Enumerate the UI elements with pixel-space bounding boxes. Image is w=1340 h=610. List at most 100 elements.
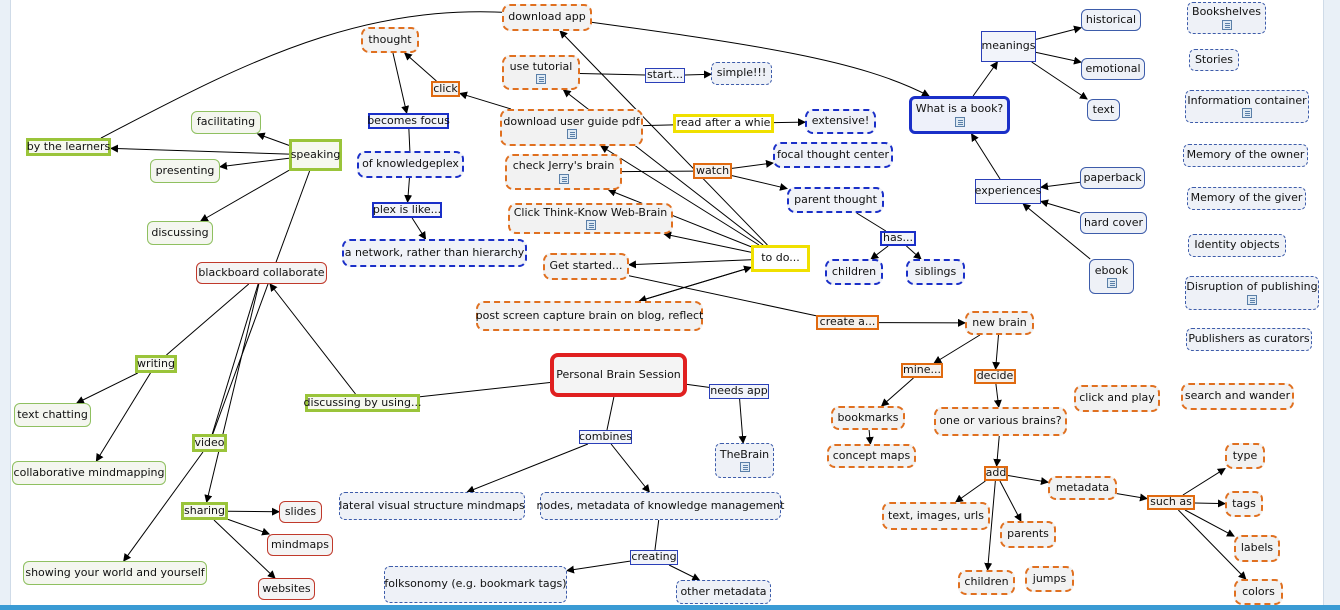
node-discussing-by-using[interactable]: discussing by using... [304, 394, 421, 412]
node-historical[interactable]: historical [1081, 9, 1141, 31]
node-thebrain[interactable]: TheBrain [715, 443, 774, 478]
node-text-images-urls[interactable]: text, images, urls [882, 502, 990, 530]
node-children-bottom[interactable]: children [958, 570, 1015, 595]
note-icon[interactable] [954, 116, 965, 127]
node-extensive[interactable]: extensive! [805, 109, 876, 134]
node-websites[interactable]: websites [258, 578, 315, 600]
node-focal-thought-center[interactable]: focal thought center [773, 142, 893, 168]
node-of-knowledgeplex[interactable]: of knowledgeplex [357, 151, 464, 178]
node-hard-cover[interactable]: hard cover [1080, 212, 1147, 234]
node-read-after-a-whie[interactable]: read after a whie [673, 114, 774, 133]
node-click[interactable]: click [431, 81, 460, 97]
note-icon[interactable] [1242, 108, 1252, 119]
node-text-chatting[interactable]: text chatting [14, 403, 91, 427]
node-label: mindmaps [271, 537, 329, 551]
node-paperback[interactable]: paperback [1080, 167, 1145, 189]
node-plex-is-like[interactable]: plex is like... [372, 202, 442, 218]
node-jumps[interactable]: jumps [1025, 566, 1074, 592]
node-identity-objects[interactable]: Identity objects [1188, 234, 1286, 257]
node-download-app[interactable]: download app [502, 4, 592, 31]
node-bookmarks[interactable]: bookmarks [831, 406, 905, 430]
note-icon[interactable] [585, 220, 596, 231]
node-children-top[interactable]: children [825, 259, 883, 285]
note-icon[interactable] [1247, 294, 1257, 305]
node-becomes-focus[interactable]: becomes focus [367, 113, 450, 129]
node-blackboard-collaborate[interactable]: blackboard collaborate [196, 262, 327, 284]
node-watch[interactable]: watch [693, 163, 732, 179]
node-memory-of-the-owner[interactable]: Memory of the owner [1183, 144, 1308, 167]
node-emotional[interactable]: emotional [1081, 58, 1145, 80]
node-presenting[interactable]: presenting [150, 159, 220, 183]
node-label: bookmarks [837, 410, 899, 424]
node-ebook[interactable]: ebook [1089, 259, 1134, 294]
node-creating[interactable]: creating [630, 550, 678, 565]
note-icon[interactable] [558, 173, 569, 184]
node-stories[interactable]: Stories [1189, 49, 1239, 71]
node-combines[interactable]: combines [579, 430, 632, 444]
node-has[interactable]: has... [880, 231, 916, 246]
node-post-screen-capture[interactable]: post screen capture brain on blog, refle… [476, 301, 703, 331]
note-icon[interactable] [739, 462, 750, 473]
node-disruption-of-publishing[interactable]: Disruption of publishing [1185, 276, 1319, 310]
node-writing[interactable]: writing [135, 355, 177, 373]
node-bookshelves[interactable]: Bookshelves [1187, 2, 1266, 34]
node-siblings[interactable]: siblings [906, 259, 965, 285]
note-icon[interactable] [1221, 19, 1232, 30]
node-parent-thought[interactable]: parent thought [787, 187, 884, 213]
node-other-metadata[interactable]: other metadata [676, 580, 771, 604]
node-slides[interactable]: slides [279, 501, 322, 523]
node-thought[interactable]: thought [361, 27, 419, 53]
node-colors[interactable]: colors [1234, 579, 1283, 605]
note-icon[interactable] [536, 74, 546, 85]
node-information-container[interactable]: Information container [1185, 90, 1309, 123]
note-icon[interactable] [566, 129, 577, 140]
node-nodes-metadata-km[interactable]: nodes, metadata of knowledge management [537, 492, 784, 520]
node-add[interactable]: add [984, 466, 1008, 481]
node-network-rather-than-hierarchy[interactable]: a network, rather than hierarchy [342, 239, 527, 267]
edge-to_do-to-download_guide [600, 145, 760, 246]
node-personal-brain-session[interactable]: Personal Brain Session [550, 353, 687, 397]
node-labels[interactable]: labels [1234, 535, 1280, 562]
node-click-think-know-web-brain[interactable]: Click Think-Know Web-Brain [508, 203, 673, 234]
node-lateral-visual-structure[interactable]: lateral visual structure mindmaps [339, 492, 525, 520]
node-decide[interactable]: decide [974, 369, 1016, 384]
node-tags[interactable]: tags [1225, 491, 1263, 517]
node-mindmaps[interactable]: mindmaps [267, 534, 333, 556]
node-memory-of-the-giver[interactable]: Memory of the giver [1187, 187, 1306, 210]
node-use-tutorial[interactable]: use tutorial [502, 55, 580, 90]
node-parents[interactable]: parents [1000, 521, 1056, 548]
node-one-or-various-brains[interactable]: one or various brains? [934, 407, 1067, 436]
node-discussing[interactable]: discussing [147, 221, 213, 245]
node-showing-your-world[interactable]: showing your world and yourself [23, 561, 207, 585]
node-concept-maps[interactable]: concept maps [827, 444, 916, 468]
node-needs-app[interactable]: needs app [709, 384, 769, 399]
node-folksonomy[interactable]: folksonomy (e.g. bookmark tags) [384, 566, 567, 603]
node-mine[interactable]: mine... [901, 363, 943, 378]
node-new-brain[interactable]: new brain [965, 311, 1034, 335]
node-type[interactable]: type [1225, 443, 1265, 469]
node-text[interactable]: text [1087, 99, 1120, 121]
node-create-a[interactable]: create a... [816, 315, 879, 330]
node-facilitating[interactable]: facilitating [191, 111, 261, 134]
node-download-user-guide[interactable]: download user guide pdf [500, 109, 643, 146]
node-check-jerrys-brain[interactable]: check Jerry's brain [505, 154, 622, 190]
node-simple[interactable]: simple!!! [711, 62, 772, 85]
node-publishers-as-curators[interactable]: Publishers as curators [1186, 328, 1312, 351]
note-icon[interactable] [1106, 278, 1117, 289]
node-speaking[interactable]: speaking [289, 139, 342, 171]
node-experiences[interactable]: experiences [975, 179, 1041, 204]
node-such-as[interactable]: such as [1147, 495, 1195, 510]
node-click-and-play[interactable]: click and play [1074, 385, 1160, 412]
node-video[interactable]: video [192, 434, 227, 452]
node-to-do[interactable]: to do... [751, 245, 810, 272]
node-meanings[interactable]: meanings [981, 31, 1036, 62]
node-metadata[interactable]: metadata [1048, 476, 1117, 500]
node-search-and-wander[interactable]: search and wander [1181, 383, 1294, 410]
node-get-started[interactable]: Get started... [543, 253, 629, 280]
node-start[interactable]: start... [645, 68, 685, 83]
edge-creating-to-folksonomy [566, 560, 631, 574]
node-sharing[interactable]: sharing [181, 502, 228, 520]
node-by-the-learners[interactable]: by the learners [26, 138, 111, 156]
node-what-is-a-book[interactable]: What is a book? [909, 96, 1010, 134]
node-collaborative-mindmapping[interactable]: collaborative mindmapping [12, 461, 166, 485]
